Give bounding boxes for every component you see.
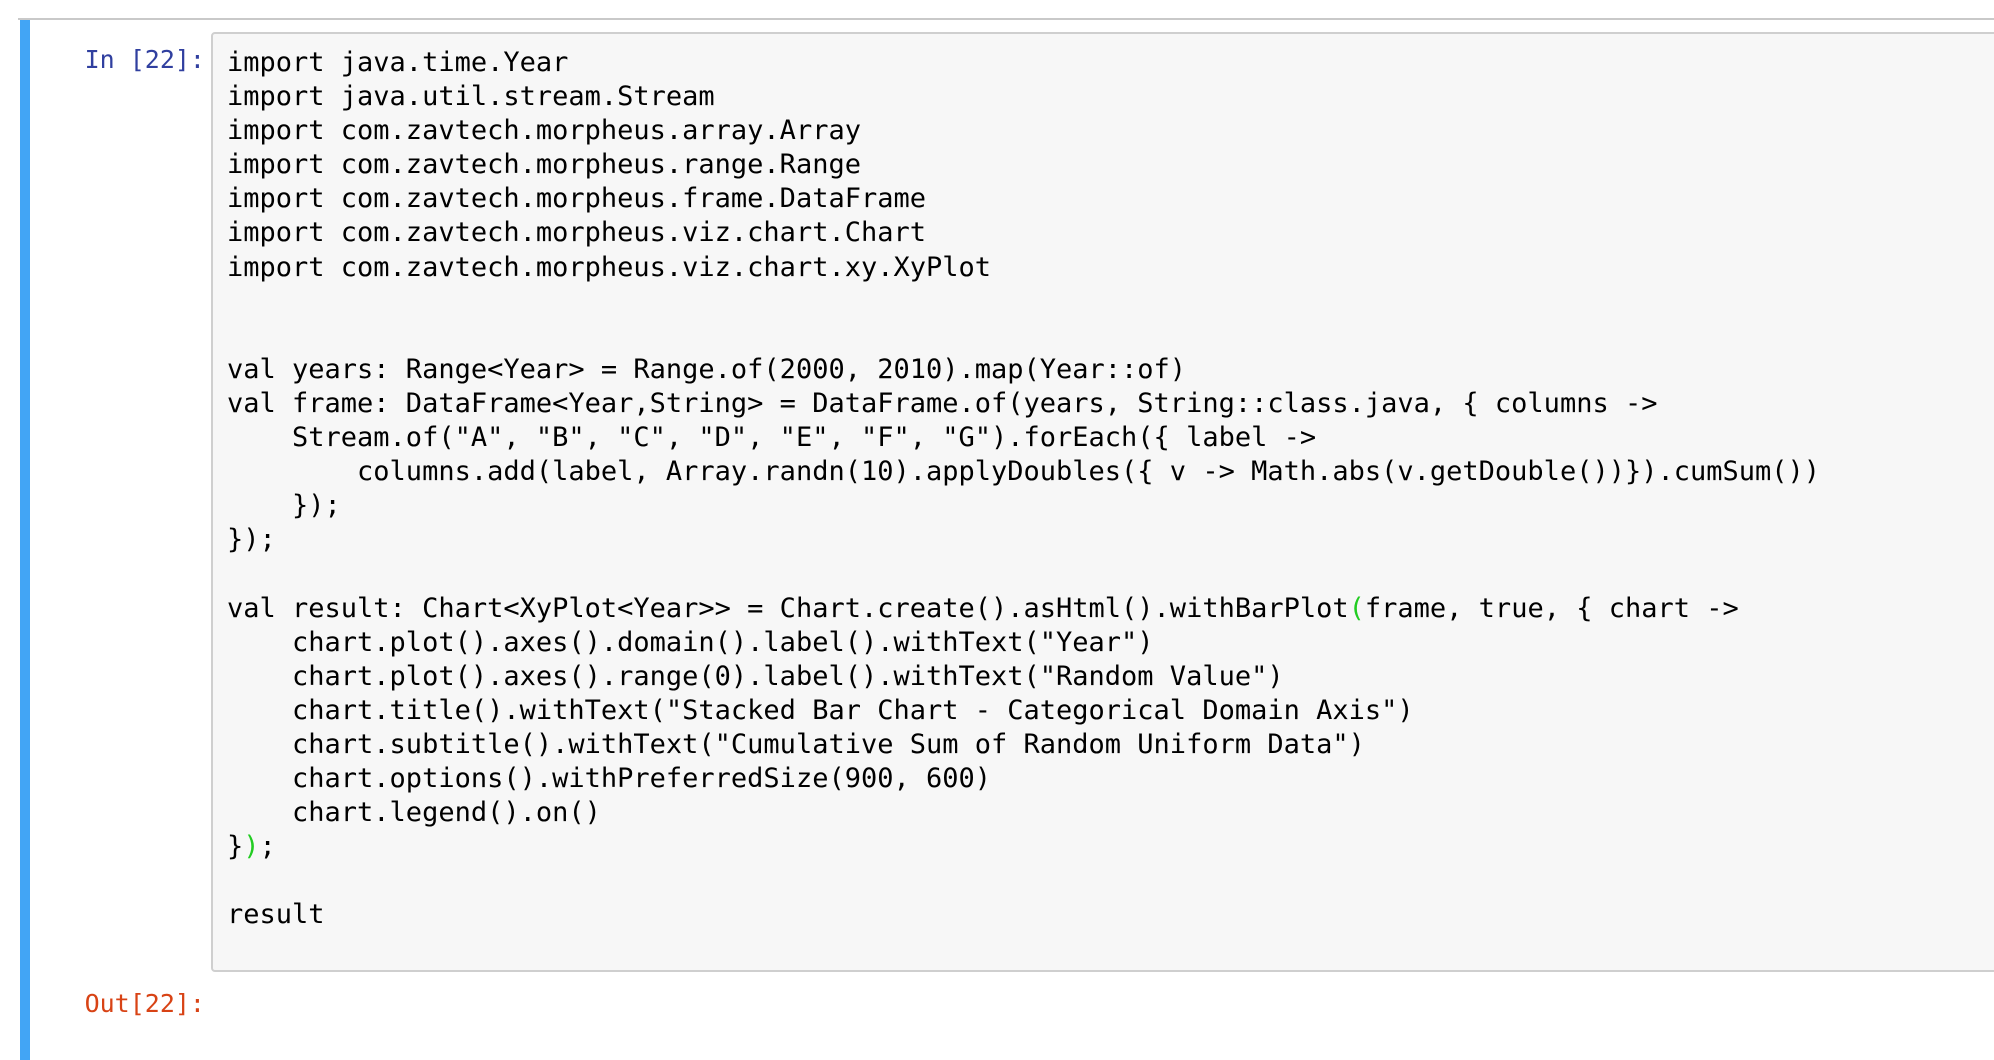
code-line: Stream.of("A", "B", "C", "D", "E", "F", …	[227, 422, 1317, 454]
code-line: import com.zavtech.morpheus.range.Range	[227, 149, 861, 181]
code-line: });	[227, 490, 341, 522]
code-line: chart.plot().axes().range(0).label().wit…	[227, 660, 1284, 692]
code-line: import com.zavtech.morpheus.frame.DataFr…	[227, 183, 926, 215]
code-line: import java.time.Year	[227, 47, 569, 78]
matched-bracket-open: (	[1348, 592, 1365, 624]
code-line: val frame: DataFrame<Year,String> = Data…	[227, 387, 1658, 419]
code-line	[227, 319, 1820, 353]
code-line: chart.subtitle().withText("Cumulative Su…	[227, 728, 1365, 760]
code-line: chart.options().withPreferredSize(900, 6…	[227, 762, 992, 794]
code-line	[227, 285, 1820, 319]
code-line: chart.legend().on()	[227, 797, 601, 829]
code-line: import java.util.stream.Stream	[227, 81, 715, 113]
input-prompt: In [22]:	[84, 45, 205, 74]
code-line: import com.zavtech.morpheus.viz.chart.Ch…	[227, 217, 926, 249]
code-line: columns.add(label, Array.randn(10).apply…	[227, 456, 1821, 488]
code-line: import com.zavtech.morpheus.array.Array	[227, 115, 861, 147]
code-line: chart.plot().axes().domain().label().wit…	[227, 626, 1154, 658]
code-line	[227, 557, 1820, 591]
cell-top-divider	[18, 18, 1994, 20]
matched-bracket-close: )	[243, 831, 260, 863]
code-line: import com.zavtech.morpheus.viz.chart.xy…	[227, 251, 992, 283]
output-prompt: Out[22]:	[84, 989, 205, 1018]
code-line: chart.title().withText("Stacked Bar Char…	[227, 694, 1414, 726]
selected-cell-indicator	[20, 20, 30, 1060]
code-line: });	[227, 831, 276, 863]
code-line	[227, 864, 1820, 898]
code-line: val result: Chart<XyPlot<Year>> = Chart.…	[227, 592, 1739, 624]
code-line: val years: Range<Year> = Range.of(2000, …	[227, 353, 1187, 385]
code-line: result	[227, 899, 325, 931]
code-line: });	[227, 524, 276, 556]
